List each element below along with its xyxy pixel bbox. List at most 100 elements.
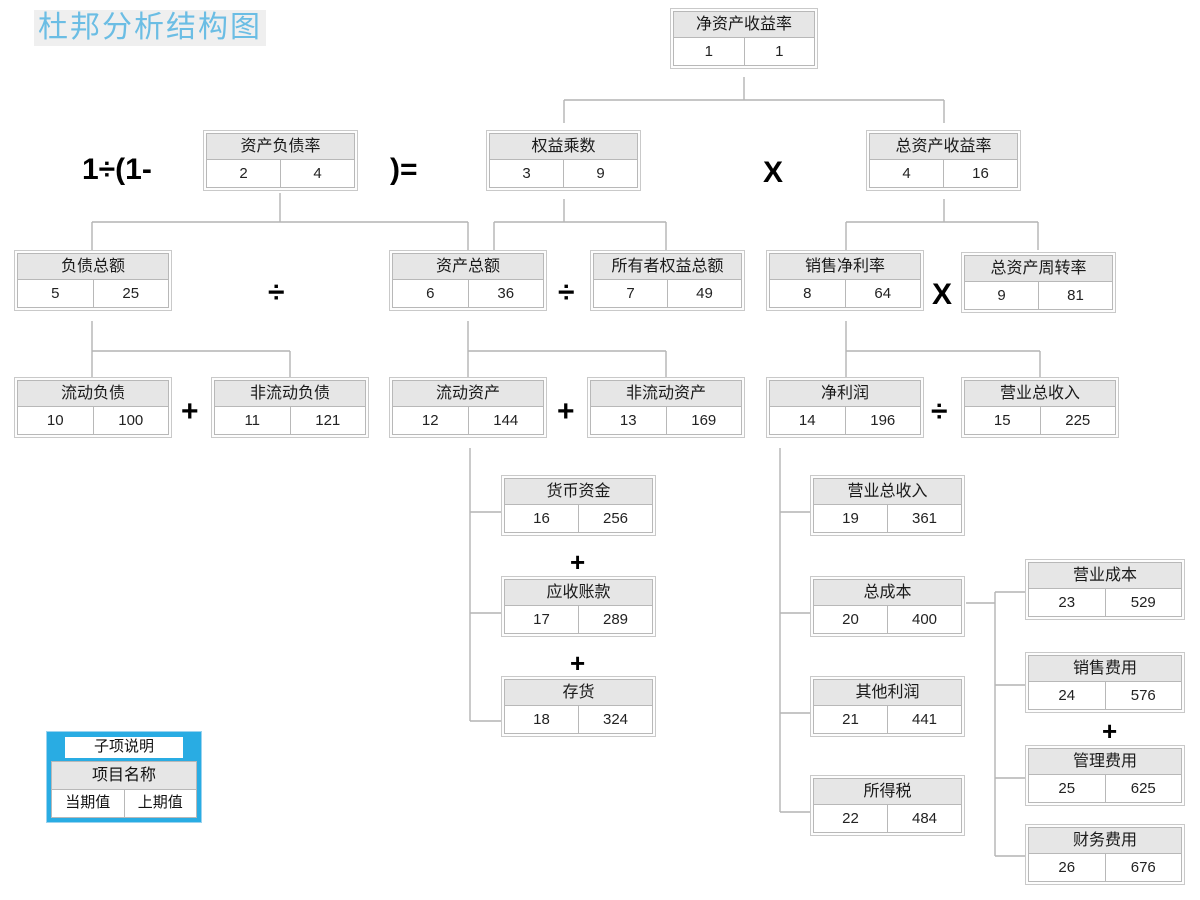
node-income-tax[interactable]: 所得税 22 484 [810, 775, 965, 836]
node-inner: 所有者权益总额 7 49 [593, 253, 742, 308]
node-current-assets[interactable]: 流动资产 12 144 [389, 377, 547, 438]
node-values: 5 25 [18, 280, 168, 307]
node-previous-value: 16 [972, 165, 989, 182]
node-other-profit[interactable]: 其他利润 21 441 [810, 676, 965, 737]
node-title: 销售净利率 [770, 254, 920, 280]
node-current-value: 16 [505, 505, 579, 532]
node-title: 流动负债 [18, 381, 168, 407]
node-operating-cost[interactable]: 营业成本 23 529 [1025, 559, 1185, 620]
node-title: 营业总收入 [965, 381, 1115, 407]
node-inner: 应收账款 17 289 [504, 579, 653, 634]
node-previous-value: 169 [691, 412, 717, 429]
node-inner: 总成本 20 400 [813, 579, 962, 634]
node-values: 20 400 [814, 606, 961, 633]
node-asset-turnover[interactable]: 总资产周转率 9 81 [961, 252, 1116, 313]
node-previous-value: 4 [313, 165, 322, 182]
node-previous-value: 25 [122, 285, 140, 302]
node-current-value: 3 [490, 160, 564, 187]
operator-multiply-roa: X [932, 278, 953, 311]
node-title: 总资产周转率 [965, 256, 1112, 282]
legend-item-name: 项目名称 [52, 762, 196, 790]
node-title: 净利润 [770, 381, 920, 407]
node-total-equity[interactable]: 所有者权益总额 7 49 [590, 250, 745, 311]
node-previous-value: 484 [911, 810, 938, 827]
operator-divide-equity: ÷ [558, 276, 575, 309]
operator-plus-receivables: + [570, 648, 586, 678]
node-values: 22 484 [814, 805, 961, 832]
node-selling-expense[interactable]: 销售费用 24 576 [1025, 652, 1185, 713]
node-current-value: 14 [770, 407, 846, 434]
node-equity-multiplier[interactable]: 权益乘数 3 9 [486, 130, 641, 191]
node-total-assets[interactable]: 资产总额 6 36 [389, 250, 547, 311]
node-inner: 销售净利率 8 64 [769, 253, 921, 308]
node-inner: 营业总收入 15 225 [964, 380, 1116, 435]
node-noncurrent-assets[interactable]: 非流动资产 13 169 [587, 377, 745, 438]
node-current-value: 12 [393, 407, 469, 434]
node-net-profit[interactable]: 净利润 14 196 [766, 377, 924, 438]
node-values: 23 529 [1029, 589, 1181, 616]
node-current-liabilities[interactable]: 流动负债 10 100 [14, 377, 172, 438]
node-debt-ratio[interactable]: 资产负债率 2 4 [203, 130, 358, 191]
node-previous-value: 196 [870, 412, 896, 429]
node-values: 7 49 [594, 280, 741, 307]
node-revenue-right[interactable]: 营业总收入 15 225 [961, 377, 1119, 438]
node-revenue-sub[interactable]: 营业总收入 19 361 [810, 475, 965, 536]
node-inner: 管理费用 25 625 [1028, 748, 1182, 803]
node-current-value: 25 [1029, 775, 1106, 802]
operator-plus-liabilities: + [181, 395, 199, 428]
node-roa[interactable]: 总资产收益率 4 16 [866, 130, 1021, 191]
operator-plus-cash: + [570, 547, 586, 577]
node-title: 其他利润 [814, 680, 961, 706]
node-roe[interactable]: 净资产收益率 1 1 [670, 8, 818, 69]
legend-previous-label: 上期值 [137, 795, 183, 811]
node-inner: 流动资产 12 144 [392, 380, 544, 435]
node-total-liabilities[interactable]: 负债总额 5 25 [14, 250, 172, 311]
node-previous-value: 9 [596, 165, 605, 182]
node-inner: 净资产收益率 1 1 [673, 11, 815, 66]
node-previous-value: 289 [602, 611, 629, 628]
node-values: 1 1 [674, 38, 814, 65]
node-inner: 货币资金 16 256 [504, 478, 653, 533]
node-admin-expense[interactable]: 管理费用 25 625 [1025, 745, 1185, 806]
node-previous-value: 441 [911, 711, 938, 728]
node-cash[interactable]: 货币资金 16 256 [501, 475, 656, 536]
operator-multiply-roe: X [763, 156, 784, 189]
node-values: 10 100 [18, 407, 168, 434]
node-title: 销售费用 [1029, 656, 1181, 682]
node-inner: 总资产周转率 9 81 [964, 255, 1113, 310]
node-values: 3 9 [490, 160, 637, 187]
node-title: 营业总收入 [814, 479, 961, 505]
node-finance-expense[interactable]: 财务费用 26 676 [1025, 824, 1185, 885]
node-values: 21 441 [814, 706, 961, 733]
node-inventory[interactable]: 存货 18 324 [501, 676, 656, 737]
node-inner: 营业总收入 19 361 [813, 478, 962, 533]
node-previous-value: 36 [497, 285, 515, 302]
node-values: 19 361 [814, 505, 961, 532]
node-previous-value: 625 [1130, 780, 1156, 797]
node-inner: 其他利润 21 441 [813, 679, 962, 734]
node-title: 净资产收益率 [674, 12, 814, 38]
node-net-profit-margin[interactable]: 销售净利率 8 64 [766, 250, 924, 311]
node-previous-value: 81 [1067, 287, 1084, 304]
node-previous-value: 49 [696, 285, 713, 302]
node-inner: 净利润 14 196 [769, 380, 921, 435]
node-values: 14 196 [770, 407, 920, 434]
node-previous-value: 529 [1130, 594, 1156, 611]
node-title: 所得税 [814, 779, 961, 805]
node-values: 8 64 [770, 280, 920, 307]
node-title: 非流动资产 [591, 381, 741, 407]
node-current-value: 18 [505, 706, 579, 733]
node-previous-value: 121 [315, 412, 341, 429]
node-receivables[interactable]: 应收账款 17 289 [501, 576, 656, 637]
node-previous-value: 225 [1065, 412, 1091, 429]
node-current-value: 5 [18, 280, 94, 307]
node-inner: 存货 18 324 [504, 679, 653, 734]
node-total-cost[interactable]: 总成本 20 400 [810, 576, 965, 637]
node-current-value: 15 [965, 407, 1041, 434]
operator-plus-assets: + [557, 395, 575, 428]
node-noncurrent-liabilities[interactable]: 非流动负债 11 121 [211, 377, 369, 438]
node-values: 25 625 [1029, 775, 1181, 802]
node-values: 26 676 [1029, 854, 1181, 881]
